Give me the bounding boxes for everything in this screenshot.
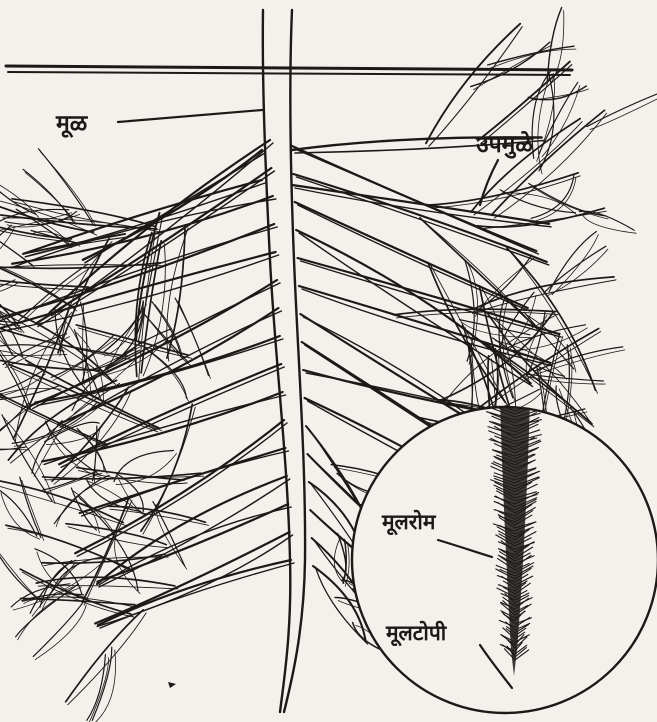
label-root-cap: मूलटोपी xyxy=(385,620,448,647)
main-root xyxy=(263,10,305,712)
soil-line xyxy=(6,66,572,75)
label-root-hairs: मूलरोम xyxy=(381,509,437,536)
print-speck xyxy=(168,682,176,688)
magnified-root-tip xyxy=(352,391,657,713)
label-sub-roots: उपमुळे xyxy=(475,130,534,159)
label-root: मूळ xyxy=(55,111,89,138)
